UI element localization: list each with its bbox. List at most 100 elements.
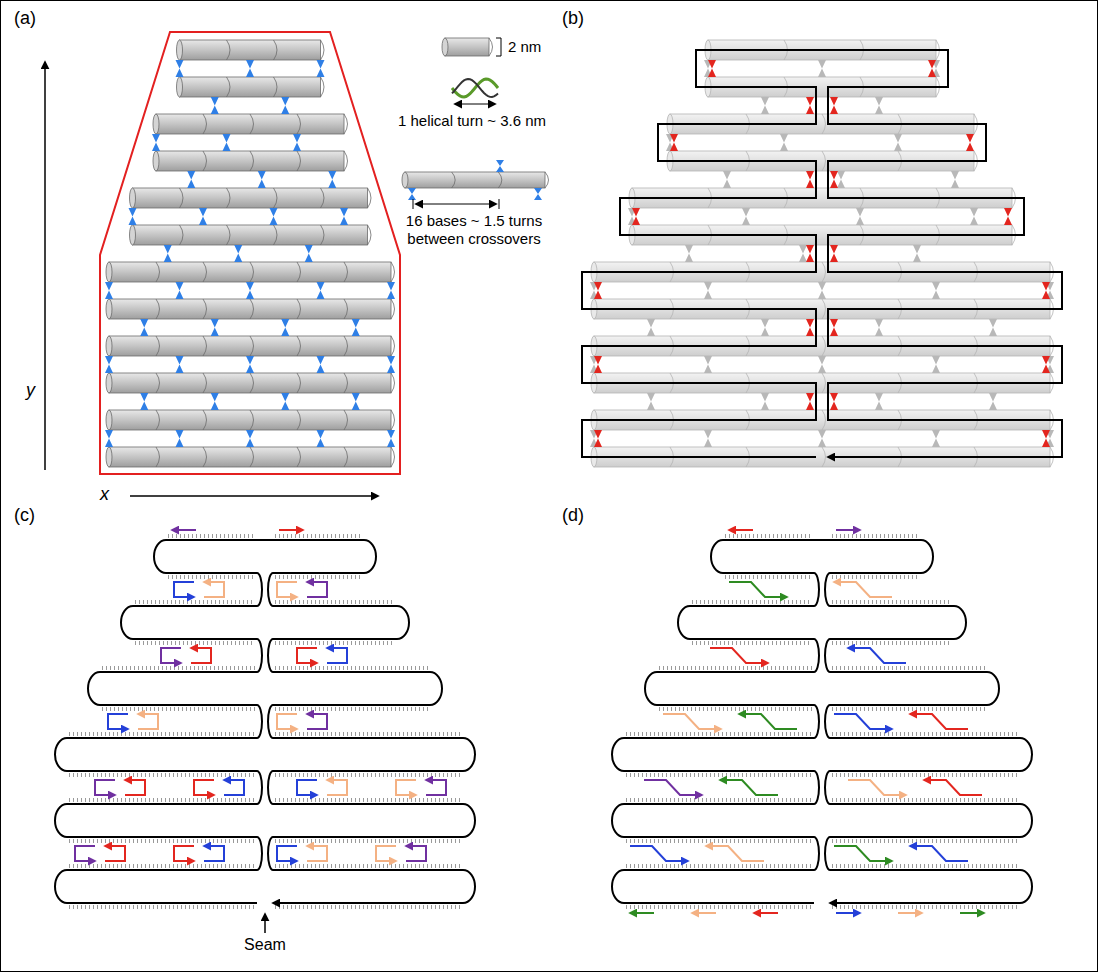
staple-strand — [720, 780, 778, 795]
crossover-symbol — [875, 393, 883, 410]
turn-boundary — [822, 447, 826, 467]
base-ticks — [275, 773, 461, 777]
turn-boundary — [156, 373, 160, 393]
seam-label: Seam — [244, 935, 286, 954]
cylinder-end — [177, 40, 183, 60]
cylinder-end — [130, 225, 136, 245]
base-ticks — [275, 905, 461, 909]
crossover-symbol — [799, 245, 807, 262]
base-ticks — [168, 534, 255, 538]
staple-strand — [710, 648, 768, 663]
crossover-symbol — [317, 430, 325, 447]
turn-boundary — [227, 40, 231, 60]
scaffold-strand — [582, 50, 1062, 457]
crossover-symbol — [176, 430, 184, 447]
turn-boundary — [321, 188, 325, 208]
cylinder-end — [106, 410, 112, 430]
helix-cylinder — [177, 77, 325, 97]
crossover-symbol — [246, 430, 254, 447]
staple-strand — [204, 846, 224, 861]
crossover-symbol — [932, 356, 940, 373]
staple-strand — [161, 648, 181, 663]
turn-boundary — [203, 151, 207, 171]
cylinder-end — [106, 447, 112, 467]
staple-strand — [754, 912, 778, 914]
turn-boundary — [297, 410, 301, 430]
crossover-symbol — [129, 208, 137, 225]
turn-boundary — [156, 262, 160, 282]
staple-strand — [204, 582, 224, 597]
crossover-symbol — [830, 245, 838, 262]
base-ticks — [275, 641, 395, 645]
cylinder-end — [153, 114, 159, 134]
dimension-arrow — [416, 204, 496, 205]
base-ticks — [832, 534, 919, 538]
crossover-symbol — [211, 97, 219, 114]
helix-cylinder — [106, 410, 395, 430]
crossover-symbol — [913, 245, 921, 262]
label-holder: 2 nm — [508, 38, 541, 56]
crossover-symbol — [105, 282, 113, 299]
cylinder-body — [156, 151, 344, 171]
turn-boundary — [344, 262, 348, 282]
crossover-symbol — [176, 356, 184, 373]
crossover-symbol — [875, 319, 883, 336]
turn-boundary — [156, 299, 160, 319]
base-ticks — [626, 905, 812, 909]
turn-boundary — [250, 151, 254, 171]
staple-strand — [194, 780, 214, 795]
cylinder-body — [109, 262, 391, 282]
crossover-symbol — [199, 208, 207, 225]
base-ticks — [135, 641, 255, 645]
cylinder-end — [402, 172, 408, 188]
cylinder-end — [130, 188, 136, 208]
crossover-symbol — [818, 430, 826, 447]
turn-boundary — [452, 172, 456, 188]
turn-boundary — [156, 410, 160, 430]
base-ticks — [102, 666, 255, 670]
base-ticks — [832, 798, 1018, 802]
turn-boundary — [489, 38, 493, 56]
staple-strand — [836, 529, 860, 531]
turn-boundary — [297, 336, 301, 356]
panel-a — [45, 32, 549, 496]
crossover-symbol — [1004, 208, 1012, 225]
base-ticks — [275, 600, 395, 604]
staple-strand — [739, 714, 797, 729]
crossover-symbol — [806, 171, 814, 188]
turn-boundary — [391, 410, 395, 430]
crossover-symbol — [670, 134, 678, 151]
crossover-symbol — [806, 245, 814, 262]
dimension-bracket — [496, 38, 501, 56]
crossover-symbol — [875, 97, 883, 114]
base-ticks — [832, 600, 952, 604]
panel-c — [55, 530, 475, 933]
panel-d — [612, 530, 1032, 913]
crossover-symbol — [408, 188, 416, 200]
scaffold-strand — [612, 540, 1032, 903]
staple-strand — [834, 846, 892, 861]
crossover-symbol — [246, 356, 254, 373]
turn-boundary — [274, 225, 278, 245]
turn-boundary — [321, 77, 325, 97]
helix-cylinder — [442, 38, 493, 56]
crossover-symbol — [317, 282, 325, 299]
turn-boundary — [297, 299, 301, 319]
crossover-symbol — [1042, 282, 1050, 299]
dimension-tick — [413, 199, 499, 209]
crossover-symbol — [352, 319, 360, 336]
axis-label: x — [100, 484, 109, 506]
crossover-symbol — [830, 393, 838, 410]
crossover-symbol — [830, 171, 838, 188]
staple-strand — [630, 846, 688, 861]
seam-pointer — [264, 914, 266, 933]
staple-strand — [663, 714, 721, 729]
cylinder-end — [153, 151, 159, 171]
base-ticks — [626, 773, 812, 777]
base-ticks — [692, 641, 812, 645]
turn-boundary — [297, 262, 301, 282]
staple-strand — [307, 846, 327, 861]
crossover-symbol — [761, 97, 769, 114]
